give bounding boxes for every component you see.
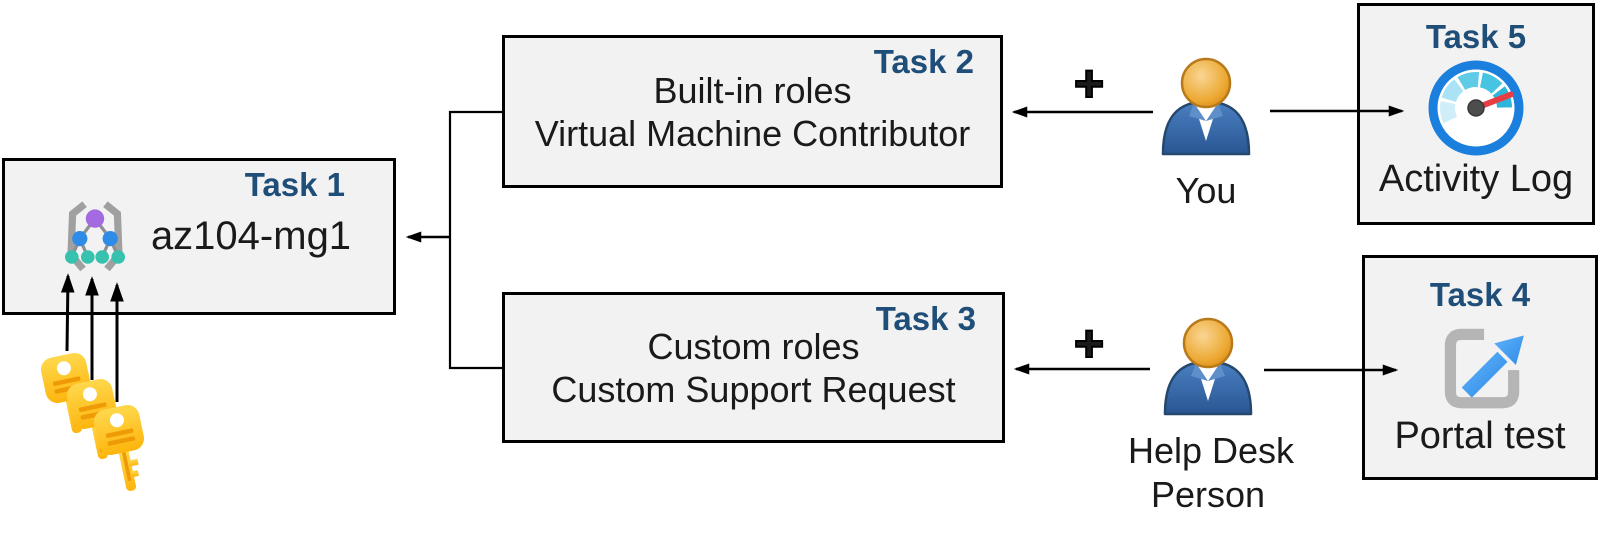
task5-node: Task 5 Activity Log xyxy=(1357,3,1595,225)
task1-badge: Task 1 xyxy=(244,166,345,203)
task1-node: Task 1 az104-mg1 xyxy=(2,158,396,315)
task4-badge: Task 4 xyxy=(1429,276,1531,313)
task2-badge: Task 2 xyxy=(873,43,974,80)
plus-icon: + xyxy=(1073,315,1105,373)
person-icon xyxy=(1163,317,1253,416)
task3-line1: Custom roles xyxy=(647,325,860,367)
task3-badge: Task 3 xyxy=(875,300,976,337)
task2-node: Task 2 Built-in roles Virtual Machine Co… xyxy=(502,35,1003,188)
task2-line1: Built-in roles xyxy=(653,69,852,111)
actor-help-desk: Help Desk Person xyxy=(1128,316,1295,517)
plus-icon: + xyxy=(1073,55,1105,113)
task4-caption: Portal test xyxy=(1394,415,1566,457)
actor-help-desk-label-line1: Help Desk xyxy=(1128,430,1295,471)
activity-log-gauge-icon xyxy=(1428,60,1524,156)
key-icon xyxy=(40,352,92,434)
task4-node: Task 4 Portal test xyxy=(1362,255,1598,480)
task3-line2: Custom Support Request xyxy=(551,368,956,410)
task1-title: az104-mg1 xyxy=(150,214,352,258)
portal-external-link-icon xyxy=(1444,328,1524,409)
three-gold-keys-icon xyxy=(40,352,145,491)
task5-badge: Task 5 xyxy=(1425,18,1527,55)
person-icon xyxy=(1161,57,1251,156)
task2-line2: Virtual Machine Contributor xyxy=(534,112,971,154)
management-group-icon xyxy=(65,200,125,271)
task3-node: Task 3 Custom roles Custom Support Reque… xyxy=(502,292,1005,443)
actor-you-label: You xyxy=(1175,170,1237,211)
key-icon xyxy=(93,404,145,491)
key-icon xyxy=(66,378,118,460)
actor-help-desk-label-line2: Person xyxy=(1150,474,1266,515)
trunk-connector-line xyxy=(448,110,502,370)
task5-caption: Activity Log xyxy=(1378,158,1574,200)
actor-you: You xyxy=(1146,56,1266,213)
